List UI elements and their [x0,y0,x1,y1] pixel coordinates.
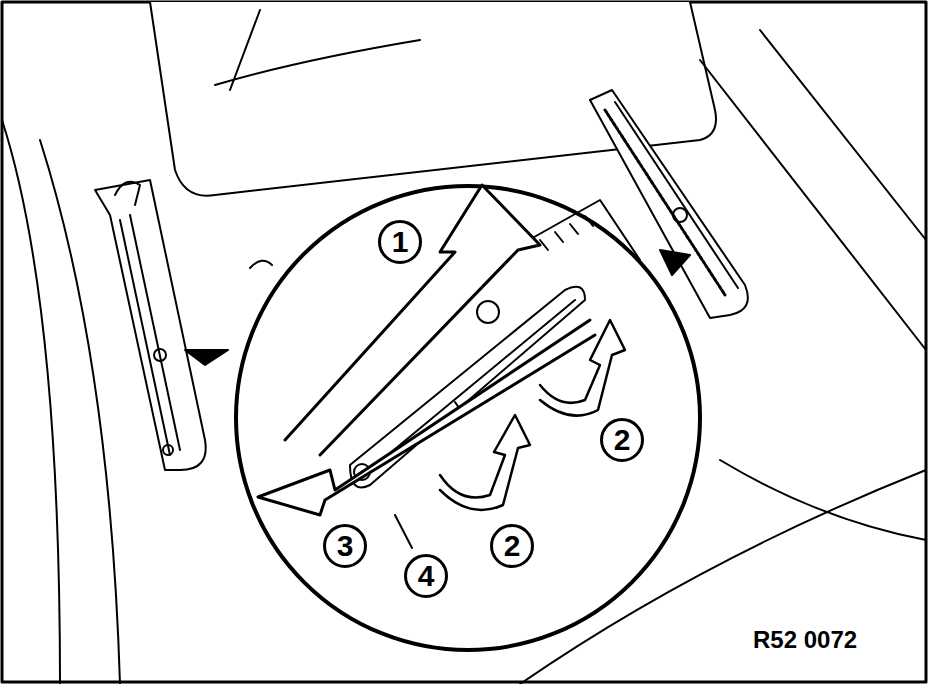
callout-number: 2 [490,524,534,568]
callout-number: 2 [600,418,644,462]
callout-number: 1 [378,220,422,264]
callout-number: 4 [404,554,448,598]
figure-code: R52 0072 [751,626,859,654]
callout-number: 3 [323,524,367,568]
